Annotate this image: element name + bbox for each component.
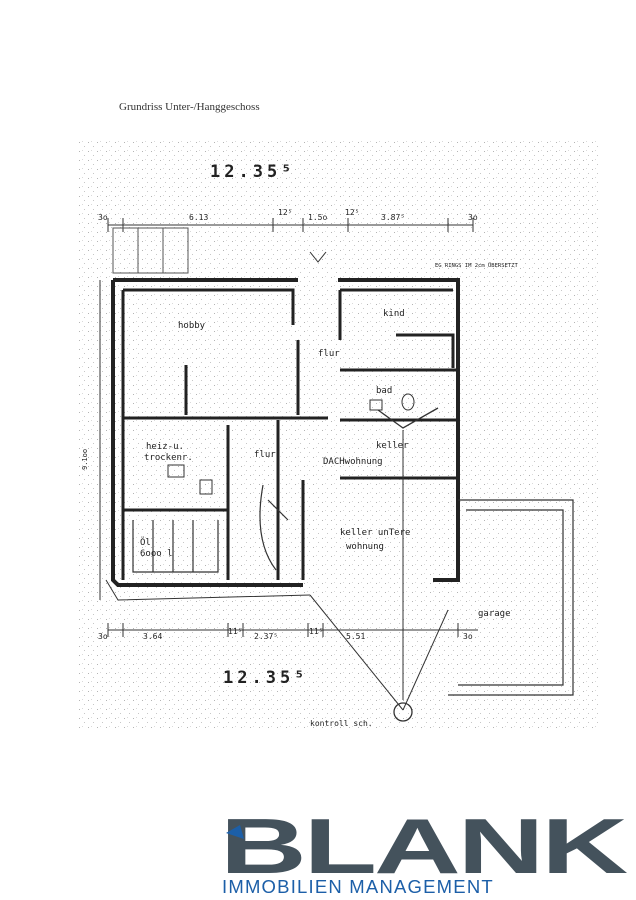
dimension-total-bottom: 12.35⁵	[223, 668, 308, 688]
brand-wordmark: BLANK	[220, 805, 630, 890]
room-flur-upper: flur	[318, 349, 340, 359]
dimension-lines-top	[107, 218, 474, 263]
dim-bottom-5: 5.51	[346, 632, 365, 641]
dimension-left: 9.1oo	[81, 449, 89, 470]
floor-plan-drawing: 12.35⁵ 3o 6.13 12⁵ 1.5o 12⁵ 3.87⁵ 3o EG …	[78, 140, 598, 730]
dim-top-2: 12⁵	[278, 208, 292, 217]
left-dimension	[99, 280, 449, 711]
dim-bottom-2: 11⁵	[228, 627, 242, 636]
scan-noise	[78, 140, 598, 730]
stairs	[132, 484, 289, 573]
dim-top-6: 3o	[468, 213, 478, 222]
room-oel-1: Öl	[140, 537, 151, 548]
dim-top-1: 6.13	[189, 213, 208, 222]
dimension-total-top: 12.35⁵	[210, 162, 295, 182]
bathroom-fixtures	[167, 393, 415, 495]
room-keller-unter-2: wohnung	[346, 542, 384, 552]
room-kind: kind	[383, 309, 405, 319]
floor-plan: 12.35⁵ 3o 6.13 12⁵ 1.5o 12⁵ 3.87⁵ 3o EG …	[78, 140, 598, 730]
brand-accent-mark	[226, 825, 244, 839]
room-garage: garage	[478, 609, 511, 619]
room-bad: bad	[376, 386, 392, 396]
drainage-lines	[377, 407, 439, 722]
dim-bottom-3: 2.37⁵	[254, 632, 278, 641]
note-top: EG RINGS IM 2cm ÜBERSETZT	[435, 262, 518, 269]
dim-bottom-6: 3o	[463, 632, 473, 641]
page-caption: Grundriss Unter-/Hanggeschoss	[119, 101, 260, 113]
brand-logo: BLANK	[220, 805, 630, 900]
brand-name: BLANK	[220, 805, 628, 890]
dim-top-5: 3.87⁵	[381, 213, 405, 222]
outer-walls	[111, 278, 460, 587]
room-keller-dach-2: DACHwohnung	[323, 457, 383, 467]
dimension-labels-bottom: 3o 3.64 11⁵ 2.37⁵ 11⁵ 5.51 3o	[98, 627, 473, 641]
room-keller-dach-1: keller	[376, 441, 409, 451]
room-heiz-2: trockenr.	[144, 453, 193, 463]
garage-outline	[448, 499, 574, 696]
room-keller-unter-1: keller unTere	[340, 528, 410, 538]
dim-bottom-4: 11⁵	[309, 627, 323, 636]
label-kontroll: kontroll sch.	[310, 719, 373, 728]
room-heiz-1: heiz-u.	[146, 442, 184, 452]
room-flur-lower: flur	[254, 450, 276, 460]
room-oel-2: 6ooo l	[140, 549, 173, 559]
room-hobby: hobby	[178, 321, 206, 331]
inner-walls	[121, 288, 458, 580]
dim-bottom-0: 3o	[98, 632, 108, 641]
dimension-lines-bottom	[107, 623, 478, 637]
room-labels: hobby kind flur bad heiz-u. trockenr. fl…	[140, 309, 511, 728]
outside-stair	[112, 227, 189, 274]
dim-top-3: 1.5o	[308, 213, 327, 222]
dim-top-4: 12⁵	[345, 208, 359, 217]
dim-top-0: 3o	[98, 213, 108, 222]
brand-tagline: IMMOBILIEN MANAGEMENT	[222, 876, 494, 897]
dimension-labels-top: 3o 6.13 12⁵ 1.5o 12⁵ 3.87⁵ 3o	[98, 208, 478, 222]
dim-bottom-1: 3.64	[143, 632, 162, 641]
